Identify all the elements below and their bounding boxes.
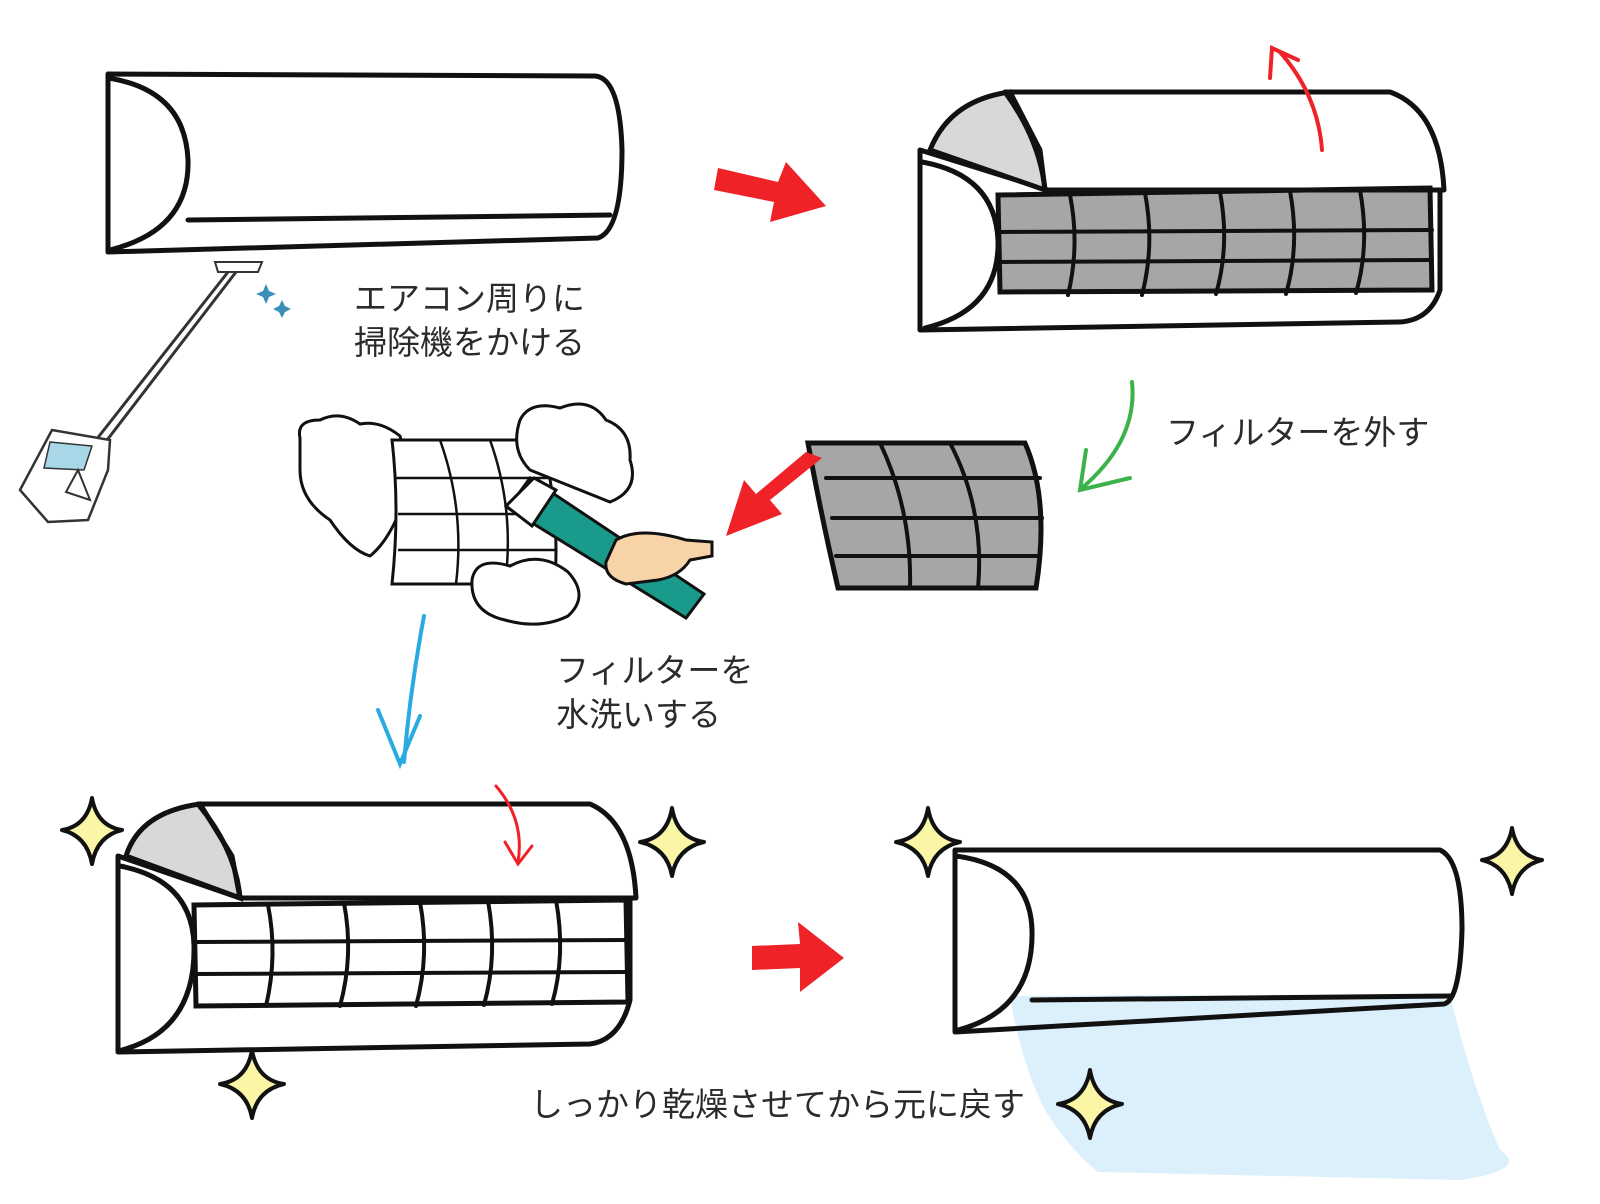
- green-arrow-down: [1077, 380, 1135, 493]
- step-vacuum-caption-line1: エアコン周りに: [354, 279, 585, 318]
- sparkle-icon: [894, 806, 1544, 1140]
- ac-unit-open-clean-filter: [115, 801, 639, 1055]
- step-vacuum-caption-line2: 掃除機をかける: [354, 323, 585, 362]
- ac-unit-closed-final: [952, 847, 1509, 1180]
- red-arrow-right-1: [714, 162, 826, 222]
- step-wash-caption-line2: 水洗いする: [556, 695, 721, 734]
- hand-icon: [604, 531, 714, 586]
- vacuum-cleaner-icon: [18, 261, 264, 524]
- step-wash-caption-line1: フィルターを: [556, 651, 753, 690]
- red-arrow-left-2: [726, 452, 822, 536]
- sparkle-small-icon: [256, 284, 291, 318]
- removed-filter-gray: [805, 440, 1044, 591]
- red-lift-arrow: [1268, 44, 1324, 152]
- red-arrow-right-3: [752, 922, 844, 992]
- sparkle-icon: [60, 796, 706, 1120]
- ac-unit-open-gray-filter: [917, 89, 1447, 333]
- blue-arrow-down: [376, 614, 426, 770]
- step-remove-filter-caption: フィルターを外す: [1166, 413, 1429, 452]
- red-close-arrow: [494, 784, 534, 867]
- step-dry-return-caption: しっかり乾燥させてから元に戻す: [530, 1085, 1025, 1124]
- washing-filter-illustration: [297, 402, 714, 626]
- water-flow: [1010, 994, 1509, 1180]
- ac-unit-closed-1: [105, 71, 625, 255]
